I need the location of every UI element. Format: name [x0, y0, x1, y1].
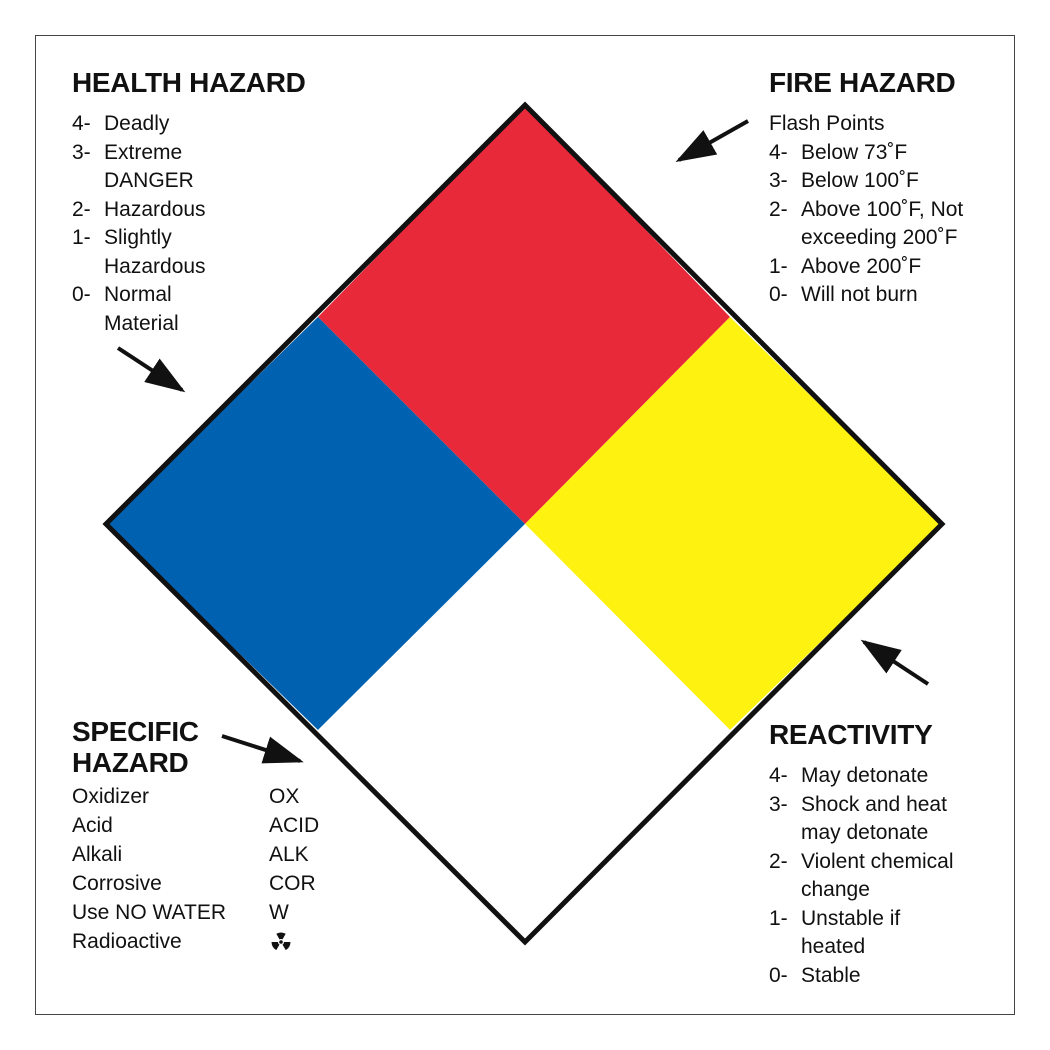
fire-item-text: Below 100˚F [801, 169, 919, 192]
health-item: 0- Normal Material [72, 281, 372, 338]
health-quadrant [106, 317, 525, 730]
fire-item-number: 2- [769, 197, 788, 221]
health-item-number: 0- [72, 283, 91, 306]
reactivity-item-text: Stable [801, 963, 861, 987]
special-quadrant [318, 524, 730, 942]
specific-hazard-row: Use NO WATER W [72, 898, 362, 927]
health-hazard-list: 4- Deadly 3- Extreme DANGER 2- Hazardous 1- Sli… [72, 110, 372, 338]
health-item-number: 1- [72, 226, 91, 249]
fire-item-text: Above 200˚F [801, 254, 922, 278]
specific-hazard-row: Acid ACID [72, 811, 362, 840]
specific-hazard-code: COR [269, 872, 316, 895]
health-item-number: 4- [72, 112, 91, 135]
specific-hazard-title-line1: SPECIFIC [72, 716, 199, 747]
reactivity-legend: REACTIVITY 4- May detonate 3- Shock and hea… [769, 719, 1009, 990]
specific-hazard-name: Radioactive [72, 930, 182, 953]
label-border [35, 35, 1015, 1015]
reactivity-item-text: Violent chemical change [801, 849, 954, 902]
reactivity-arrow [860, 639, 930, 686]
specific-hazard-code: ACID [269, 814, 320, 837]
specific-hazard-row: Alkali ALK [72, 840, 362, 869]
specific-hazard-title-line2: HAZARD [72, 747, 189, 778]
health-item-text: Hazardous [104, 197, 206, 221]
health-item-number: 3- [72, 140, 91, 164]
fire-hazard-subtitle: Flash Points [769, 112, 885, 135]
fire-item: 3- Below 100˚F [769, 167, 1009, 196]
specific-hazard-name: Acid [72, 814, 113, 837]
reactivity-item: 0- Stable [769, 962, 1009, 991]
health-item-text: Normal Material [104, 283, 179, 335]
fire-item-text: Will not burn [801, 283, 918, 306]
fire-item-text: Below 73˚F [801, 140, 908, 164]
reactivity-item-number: 1- [769, 906, 788, 930]
health-item: 4- Deadly [72, 110, 372, 139]
fire-hazard-list: 4- Below 73˚F 3- Below 100˚F 2- Above 100˚F, … [769, 139, 1009, 310]
specific-hazard-name: Corrosive [72, 872, 162, 895]
reactivity-item: 2- Violent chemical change [769, 848, 1009, 905]
health-item: 3- Extreme DANGER [72, 139, 372, 196]
fire-arrow [675, 119, 749, 162]
fire-item: 0- Will not burn [769, 281, 1009, 310]
reactivity-item-number: 3- [769, 792, 788, 816]
health-hazard-legend: HEALTH HAZARD 4- Deadly 3- Extreme DANGER 2-… [72, 67, 372, 338]
reactivity-list: 4- May detonate 3- Shock and heat may deton… [769, 762, 1009, 990]
specific-hazard-row: Corrosive COR [72, 869, 362, 898]
fire-item-number: 0- [769, 283, 788, 306]
reactivity-item: 1- Unstable if heated [769, 905, 1009, 962]
fire-item-text: Above 100˚F, Not exceeding 200˚F [801, 197, 964, 250]
specific-hazard-name: Use NO WATER [72, 901, 227, 924]
fire-item-number: 1- [769, 254, 788, 278]
reactivity-item-number: 2- [769, 849, 788, 873]
radiation-icon [269, 927, 291, 956]
fire-item: 2- Above 100˚F, Not exceeding 200˚F [769, 196, 1009, 253]
reactivity-item: 4- May detonate [769, 762, 1009, 791]
health-arrow [116, 346, 186, 393]
fire-item-number: 4- [769, 140, 788, 164]
fire-quadrant [318, 105, 730, 524]
specific-hazard-name: Oxidizer [72, 785, 150, 808]
reactivity-item-number: 0- [769, 963, 788, 987]
specific-hazard-row: Radioactive [72, 927, 362, 956]
health-hazard-title: HEALTH HAZARD [72, 67, 306, 98]
health-item-text: Extreme DANGER [104, 140, 194, 193]
fire-hazard-title: FIRE HAZARD [769, 67, 956, 98]
health-item-number: 2- [72, 197, 91, 221]
health-item-text: Slightly Hazardous [104, 226, 206, 278]
reactivity-item-text: May detonate [801, 764, 929, 787]
specific-hazard-legend: SPECIFIC HAZARD Oxidizer OX Acid ACID Alkali… [72, 716, 362, 956]
reactivity-quadrant [525, 317, 942, 730]
fire-hazard-legend: FIRE HAZARD Flash Points 4- Below 73˚F 3- B… [769, 67, 1009, 310]
health-item-text: Deadly [104, 112, 170, 135]
specific-hazard-list: Oxidizer OX Acid ACID Alkali ALK Corrosive COR U… [72, 782, 362, 956]
fire-item: 1- Above 200˚F [769, 253, 1009, 282]
specific-hazard-name: Alkali [72, 843, 123, 866]
fire-item: 4- Below 73˚F [769, 139, 1009, 168]
diamond-outline [102, 101, 946, 946]
reactivity-item-text: Unstable if heated [801, 906, 901, 959]
reactivity-item-text: Shock and heat may detonate [801, 792, 947, 845]
health-item: 1- Slightly Hazardous [72, 224, 372, 281]
specific-arrow [221, 734, 304, 764]
reactivity-item-number: 4- [769, 764, 788, 787]
specific-hazard-code: OX [269, 785, 300, 808]
reactivity-item: 3- Shock and heat may detonate [769, 791, 1009, 848]
reactivity-title: REACTIVITY [769, 719, 933, 750]
specific-hazard-code: W [269, 901, 289, 924]
health-item: 2- Hazardous [72, 196, 372, 225]
specific-hazard-row: Oxidizer OX [72, 782, 362, 811]
specific-hazard-code: ALK [269, 843, 309, 866]
fire-item-number: 3- [769, 169, 788, 192]
